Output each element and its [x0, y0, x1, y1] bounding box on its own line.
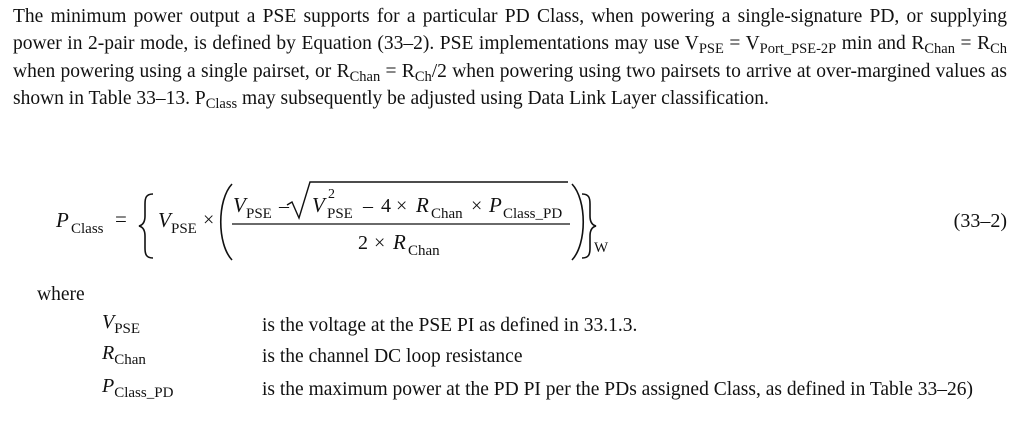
- left-curly-brace: [138, 193, 154, 259]
- root-four: 4: [381, 195, 391, 217]
- def-symbol-rchan: RChan: [102, 342, 146, 368]
- root-v: V: [312, 193, 327, 217]
- eq-vpse-symbol: V: [158, 208, 173, 232]
- eq-equals: =: [115, 207, 127, 231]
- root-minus: –: [362, 195, 374, 217]
- eq-times-1: ×: [203, 209, 214, 231]
- def-text-vpse: is the voltage at the PSE PI as defined …: [262, 315, 638, 336]
- equation-33-2: P Class = V PSE × V PSE – V 2 PSE – 4 × …: [0, 172, 1012, 272]
- root-times-2: ×: [471, 195, 482, 217]
- root-r: R: [415, 193, 429, 217]
- right-curly-brace: [581, 193, 597, 259]
- den-r: R: [392, 230, 406, 254]
- num-minus: –: [278, 195, 290, 217]
- root-v-exp: 2: [328, 187, 335, 202]
- root-v-sub: PSE: [327, 206, 353, 222]
- def-symbol-vpse: VPSE: [102, 311, 141, 337]
- root-p: P: [488, 193, 502, 217]
- where-label: where: [37, 284, 85, 305]
- den-two: 2: [358, 232, 368, 254]
- root-r-sub: Chan: [431, 206, 463, 222]
- def-text-rchan: is the channel DC loop resistance: [262, 346, 523, 367]
- den-times: ×: [374, 232, 385, 254]
- left-paren: [219, 183, 233, 261]
- def-symbol-pclasspd: PClass_PD: [102, 375, 174, 401]
- right-paren: [571, 183, 585, 261]
- sqrt-sign: [286, 181, 568, 221]
- root-times-1: ×: [396, 195, 407, 217]
- def-text-pclasspd: is the maximum power at the PD PI per th…: [262, 379, 973, 400]
- root-p-sub: Class_PD: [503, 206, 562, 222]
- eq-lhs-sub: Class: [71, 221, 104, 237]
- eq-lhs-symbol: P: [55, 208, 69, 232]
- eq-vpse-sub: PSE: [171, 221, 197, 237]
- den-r-sub: Chan: [408, 243, 440, 259]
- eq-unit-sub: W: [594, 240, 609, 256]
- num-v-sub: PSE: [246, 206, 272, 222]
- intro-paragraph: The minimum power output a PSE supports …: [13, 6, 1007, 113]
- num-v: V: [233, 193, 248, 217]
- equation-number: (33–2): [954, 210, 1007, 232]
